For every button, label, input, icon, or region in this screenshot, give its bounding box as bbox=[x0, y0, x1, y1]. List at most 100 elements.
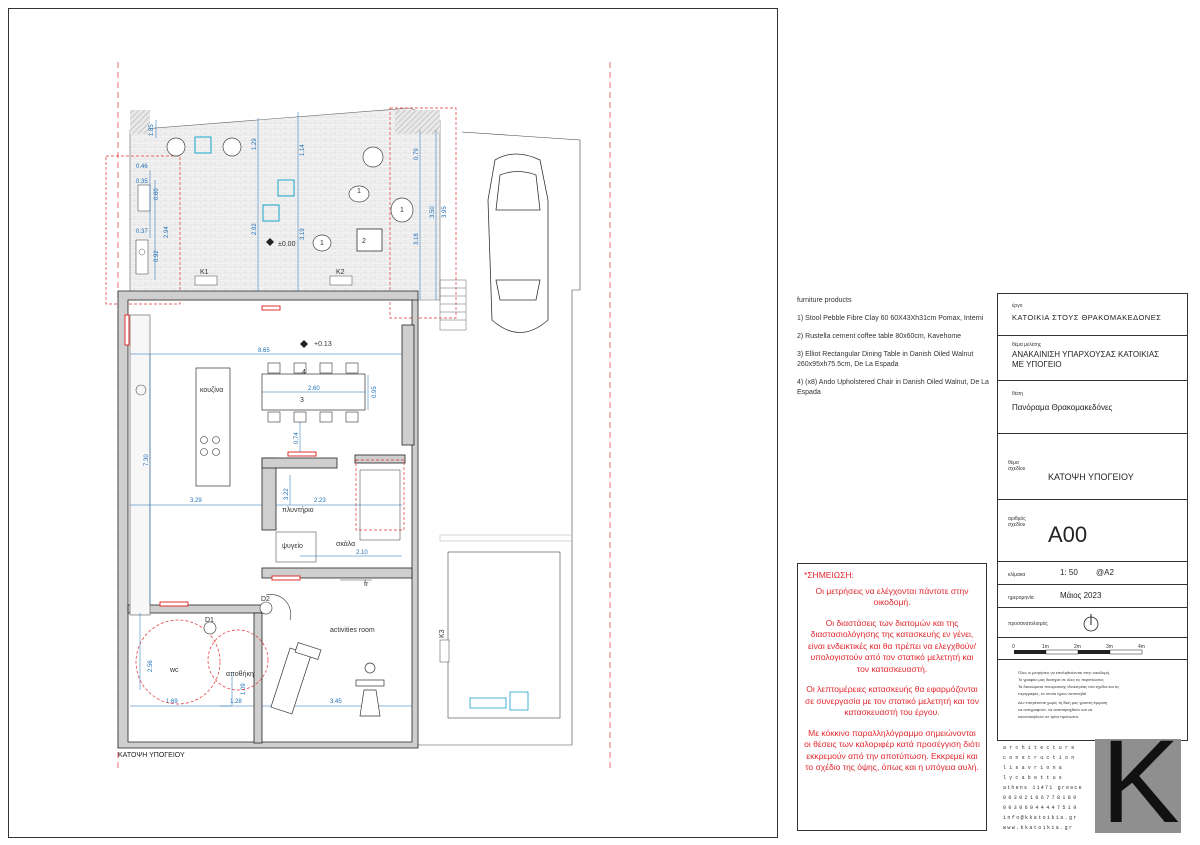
level-symbol bbox=[300, 340, 308, 348]
garden-plot bbox=[447, 551, 561, 719]
note-paragraph: Με κόκκινο παραλληλόγραμμο σημειώνονται … bbox=[804, 727, 980, 773]
tb-number-label: αριθμός σχεδίου bbox=[1008, 516, 1026, 528]
dim-label: 0.92 bbox=[154, 250, 160, 262]
tb-project: έργο ΚΑΤΟΙΚΙΑ ΣΤΟΥΣ ΘΡΑΚΟΜΑΚΕΔΟΝΕΣ bbox=[998, 294, 1187, 336]
tb-drawing-value: ΚΑΤΟΨΗ ΥΠΟΓΕΙΟΥ bbox=[1048, 472, 1134, 482]
dim-label: 2.56 bbox=[148, 660, 154, 672]
dim-label: 3.50 bbox=[430, 206, 436, 218]
tb-date: ημερομηνία Μάιος 2023 bbox=[998, 585, 1187, 608]
notes-box: *ΣΗΜΕΙΩΣΗ: Οι μετρήσεις να ελέγχονται πά… bbox=[797, 563, 987, 831]
dim-label: 3.45 bbox=[330, 699, 342, 705]
room-label-wc: wc bbox=[169, 667, 179, 674]
room-label-activities: activities room bbox=[330, 627, 375, 634]
dim-label: 0.60 bbox=[154, 188, 160, 200]
logo-text: architecture bbox=[1003, 745, 1078, 751]
furniture-heading: furniture products bbox=[797, 297, 852, 304]
dim-label: 1.09 bbox=[241, 683, 247, 695]
radiators bbox=[124, 305, 317, 607]
stair-well bbox=[359, 469, 401, 541]
garden-bench bbox=[469, 697, 507, 709]
freezer-box bbox=[275, 531, 317, 563]
tb-paper-value: @A2 bbox=[1096, 568, 1114, 577]
red-zone-right bbox=[389, 107, 457, 319]
scalebar-label: 4m bbox=[1138, 644, 1145, 650]
tb-study: θέμα μελέτης ΑΝΑΚΑΙΝΙΣΗ ΥΠΑΡΧΟΥΣΑΣ ΚΑΤΟΙ… bbox=[998, 336, 1187, 381]
dim-label: 0.37 bbox=[136, 229, 148, 235]
furniture-item: 1) Stool Pebble Fibre Clay 60 60X43Xh31c… bbox=[797, 315, 984, 322]
dining-chairs bbox=[267, 362, 359, 423]
tb-orientation-label: προσανατολισμός bbox=[1008, 621, 1048, 627]
red-zone-left bbox=[105, 155, 181, 305]
tb-scale: κλίμακα 1: 50 @A2 bbox=[998, 562, 1187, 585]
furniture-tag: 2 bbox=[362, 238, 366, 245]
stair-zone bbox=[355, 459, 405, 531]
dim-label: 3.22 bbox=[284, 488, 290, 500]
courtyard-chair bbox=[362, 146, 384, 168]
cooktop bbox=[200, 436, 220, 456]
scalebar-label: 2m bbox=[1074, 644, 1081, 650]
level-symbol bbox=[266, 238, 274, 246]
tb-date-value: Μάιος 2023 bbox=[1060, 591, 1102, 600]
outdoor-basin bbox=[135, 239, 149, 275]
logo-text: 00302106778180 bbox=[1003, 795, 1079, 801]
car bbox=[487, 153, 549, 333]
tb-project-value: ΚΑΤΟΙΚΙΑ ΣΤΟΥΣ ΘΡΑΚΟΜΑΚΕΔΟΝΕΣ bbox=[1012, 313, 1162, 322]
furniture-tag: 1 bbox=[400, 207, 404, 214]
kitchen-sink bbox=[135, 384, 147, 396]
stool bbox=[262, 204, 280, 222]
d2-marker bbox=[259, 601, 273, 615]
furniture-list: furniture products 1) Stool Pebble Fibre… bbox=[797, 296, 997, 398]
stool bbox=[194, 136, 212, 154]
courtyard-hatch bbox=[130, 110, 150, 134]
tb-project-label: έργο bbox=[1012, 303, 1023, 309]
treadmill bbox=[270, 642, 322, 715]
furniture-item: 4) (x8) Ando Upholstered Chair in Danish… bbox=[797, 379, 989, 396]
tb-scale-value: 1: 50 bbox=[1060, 568, 1078, 577]
office-logo: architecture construction lisavriona lyc… bbox=[1003, 739, 1181, 833]
tb-location-value: Πανόραμα Θρακομακεδόνες bbox=[1012, 403, 1113, 412]
outdoor-sink bbox=[137, 184, 151, 212]
scalebar-label: 0 bbox=[1012, 644, 1015, 650]
room-label-stairs: σκάλα bbox=[336, 540, 355, 548]
dim-label: 0.74 bbox=[294, 432, 300, 444]
tb-study-value: ΑΝΑΚΑΙΝΙΣΗ ΥΠΑΡΧΟΥΣΑΣ ΚΑΤΟΙΚΙΑΣ ΜΕ ΥΠΟΓΕ… bbox=[1012, 350, 1160, 369]
weight-bench bbox=[355, 662, 385, 717]
tb-small-note: περιγραφές, τα οποία έχουν εκπονηθεί bbox=[1018, 691, 1087, 696]
sheet-border bbox=[8, 8, 778, 838]
basin-drain bbox=[138, 248, 146, 256]
dim-label: 3.18 bbox=[414, 233, 420, 245]
storage-door-swing bbox=[207, 629, 269, 691]
note-paragraph: Οι μετρήσεις να ελέγχονται πάντοτε στην … bbox=[815, 585, 969, 608]
dim-label: 1.28 bbox=[230, 699, 242, 705]
level-mark: ±0.00 bbox=[278, 241, 296, 248]
logo-text: athens 11471 greece bbox=[1003, 785, 1083, 791]
dim-label: 1.29 bbox=[252, 138, 258, 150]
tb-location: θέση Πανόραμα Θρακομακεδόνες bbox=[998, 381, 1187, 434]
pebble-stool bbox=[348, 185, 370, 203]
north-arrow-icon bbox=[1083, 614, 1099, 632]
wc-door-swing bbox=[135, 619, 221, 705]
stool bbox=[277, 179, 295, 197]
furniture-tag: 3 bbox=[300, 397, 304, 404]
tb-small-note: Όλες οι μετρήσεις να επαληθεύονται στην … bbox=[1018, 670, 1110, 675]
dim-label: 0.35 bbox=[136, 179, 148, 185]
pebble-stool bbox=[312, 234, 332, 252]
section-tag-k1: K1 bbox=[200, 269, 209, 276]
furniture-item: 2) Rustella cement coffee table 80x60cm,… bbox=[797, 333, 962, 340]
d1-marker bbox=[203, 621, 217, 635]
courtyard-tiles bbox=[129, 107, 441, 301]
tb-study-label: θέμα μελέτης bbox=[1012, 342, 1042, 348]
furniture-tag: 1 bbox=[320, 240, 324, 247]
dim-label: 1.14 bbox=[300, 144, 306, 156]
tb-date-label: ημερομηνία bbox=[1008, 595, 1034, 601]
tb-drawing: θέμα σχεδίου ΚΑΤΟΨΗ ΥΠΟΓΕΙΟΥ bbox=[998, 434, 1187, 500]
section-box-k1 bbox=[194, 275, 218, 286]
door-tag-d1: D1 bbox=[205, 617, 214, 624]
site-boundary bbox=[415, 131, 581, 746]
furniture-item: 3) Elliot Rectangular Dining Table in Da… bbox=[797, 351, 974, 368]
room-label-storage: αποθήκη bbox=[226, 671, 254, 678]
logo-text: www.kkatoikia.gr bbox=[1003, 825, 1074, 831]
scalebar-label: 1m bbox=[1042, 644, 1049, 650]
logo-text: lisavriona bbox=[1003, 765, 1066, 771]
tb-location-label: θέση bbox=[1012, 391, 1023, 397]
